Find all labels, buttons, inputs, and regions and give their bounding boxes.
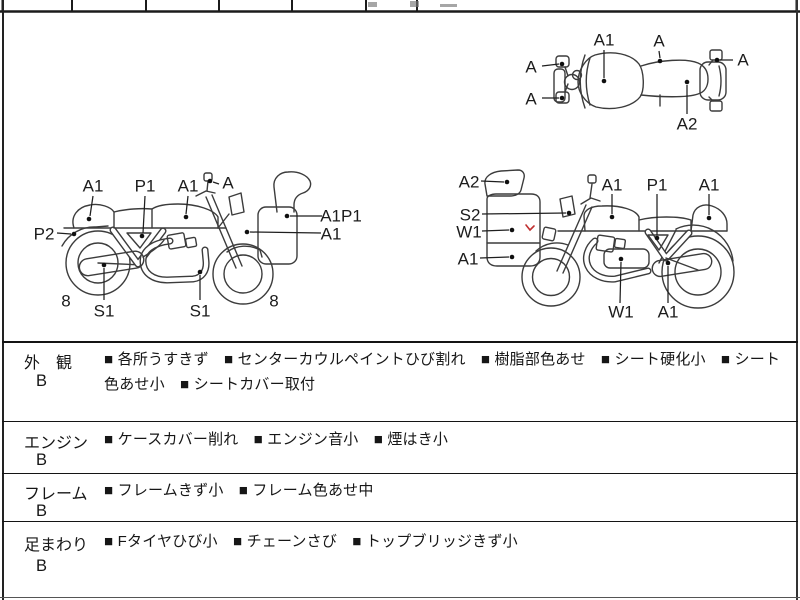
zone-label: A [525,57,537,77]
zone-label: A1 [601,175,623,195]
page-border-bottom [0,596,800,599]
zone-label: A1P1 [320,206,362,226]
left-view-leader-lines [56,178,322,300]
zone-label: S1 [93,301,115,321]
table-line [2,472,798,475]
zone-label: A [737,50,749,70]
zone-label: A1 [177,176,199,196]
row-comments: ■ Fタイヤひび小 ■ チェーンさび ■ トップブリッジきず小 [104,533,518,550]
table-line [2,341,798,344]
zone-label: P1 [134,176,156,196]
zone-label: A1 [82,176,104,196]
row-category: 足まわり [24,537,89,554]
zone-label: P2 [33,224,55,244]
zone-number: 8 [61,291,71,311]
row-category: エンジン [24,435,89,452]
page-border-left [1,0,4,600]
table-line [2,420,798,423]
row-comments: ■ ケースカバー削れ ■ エンジン音小 ■ 煙はき小 [104,431,449,448]
zone-label: W1 [608,302,634,322]
row-category: 外 観 [24,355,73,372]
zone-label: A1 [457,249,479,269]
row-grade: B [36,372,48,390]
red-damage-mark [525,224,535,232]
right-side-view-diagram [479,169,735,309]
zone-label: A [525,89,537,109]
left-view-motorcycle-art [61,171,312,305]
zone-label: A1 [657,302,679,322]
table-line [2,520,798,523]
right-view-leader-lines [479,179,712,304]
row-category: フレーム [24,486,88,503]
zone-label: S2 [459,205,481,225]
zone-label: S1 [189,301,211,321]
top-view-diagram [541,49,733,114]
top-table-remnant [0,0,800,13]
zone-label: A1 [320,224,342,244]
detached-cowl-body [257,206,298,265]
zone-label: A [222,173,234,193]
zone-label: A2 [676,114,698,134]
zone-label: A1 [698,175,720,195]
row-grade: B [36,502,48,520]
cutoff-text-remnant [368,1,457,7]
detached-cowl-windscreen [484,169,525,197]
row-comments: ■ 各所うすきず ■ センターカウルペイントひび割れ ■ 樹脂部色あせ ■ シー… [104,351,781,393]
detached-cowl-body [486,193,541,267]
top-view-leader-lines [541,50,733,114]
row-grade: B [36,557,48,575]
zone-label: A [653,31,665,51]
page-border-right [795,0,798,600]
detached-cowl-windscreen [273,171,312,213]
zone-number: 8 [269,291,279,311]
zone-label: P1 [646,175,668,195]
zone-label: W1 [456,222,482,242]
row-comments: ■ フレームきず小 ■ フレーム色あせ中 [104,482,374,499]
zone-label: A2 [458,172,480,192]
zone-label: A1 [593,30,615,50]
top-view-motorcycle-art [553,49,727,112]
left-side-view-diagram [56,171,322,305]
right-view-motorcycle-art [484,169,735,309]
row-grade: B [36,451,48,469]
